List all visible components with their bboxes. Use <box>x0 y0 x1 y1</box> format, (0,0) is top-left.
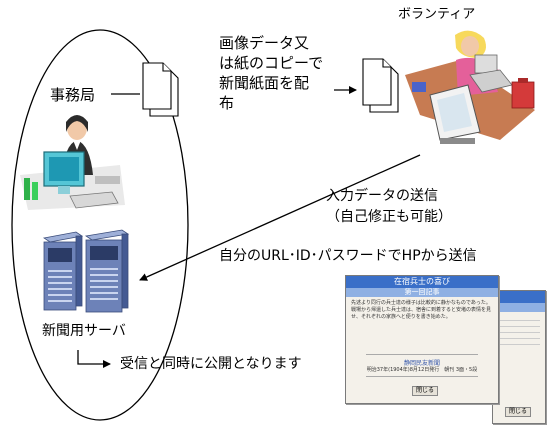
window-back-titlebar <box>493 291 545 303</box>
documents-icon-right <box>362 58 399 113</box>
close-button-front[interactable]: 閉じる <box>412 386 439 396</box>
send-method-line-2: は紙のコピーで <box>219 54 324 72</box>
office-label: 事務局 <box>50 86 96 104</box>
window-front-body: 先述より同行の兵士達の様子は比較的に静かなものであった。戦場から帰還した兵士達は… <box>351 300 492 320</box>
window-back-body <box>493 312 545 350</box>
input-send-label: 入力データの送信 （自己修正も可能） <box>326 186 452 228</box>
window-front-divider <box>366 354 478 355</box>
window-front-subtitle: 第一回記事 <box>346 288 498 297</box>
send-method-label: 画像データ又 は紙のコピーで 新聞紙面を配 布 <box>219 33 323 113</box>
window-front-title: 在宿兵士の喜び <box>346 276 498 288</box>
close-button-back[interactable]: 閉じる <box>505 407 532 417</box>
window-front-source: 静岡民友新聞 <box>403 360 440 367</box>
send-method-line-1: 画像データ又 <box>219 34 310 52</box>
newspaper-window-front: 在宿兵士の喜び 第一回記事 先述より同行の兵士達の様子は比較的に静かなものであっ… <box>345 275 499 404</box>
send-method-line-4: 布 <box>219 94 235 112</box>
window-front-date: 明治37年(1904年)8月12日発行 朝刊 3面・5段 <box>366 367 478 373</box>
input-send-line-1: 入力データの送信 <box>326 188 438 204</box>
publish-label: 受信と同時に公開となります <box>120 356 302 372</box>
send-method-line-3: 新聞紙面を配 <box>219 74 310 92</box>
window-back-subtitlebar <box>493 303 545 312</box>
volunteer-label: ボランティア <box>398 7 476 22</box>
newspaper-window-back: 閉じる <box>492 290 546 424</box>
volunteer-to-server-arrow <box>139 154 421 281</box>
input-send-line-2: （自己修正も可能） <box>326 209 452 225</box>
window-front-divider-2 <box>366 376 478 377</box>
office-server-ellipse <box>11 29 189 421</box>
server-label: 新聞用サーバ <box>42 323 126 339</box>
publish-arrow <box>77 350 111 368</box>
hp-send-label: 自分のURL･ID･パスワードでHPから送信 <box>219 248 477 264</box>
